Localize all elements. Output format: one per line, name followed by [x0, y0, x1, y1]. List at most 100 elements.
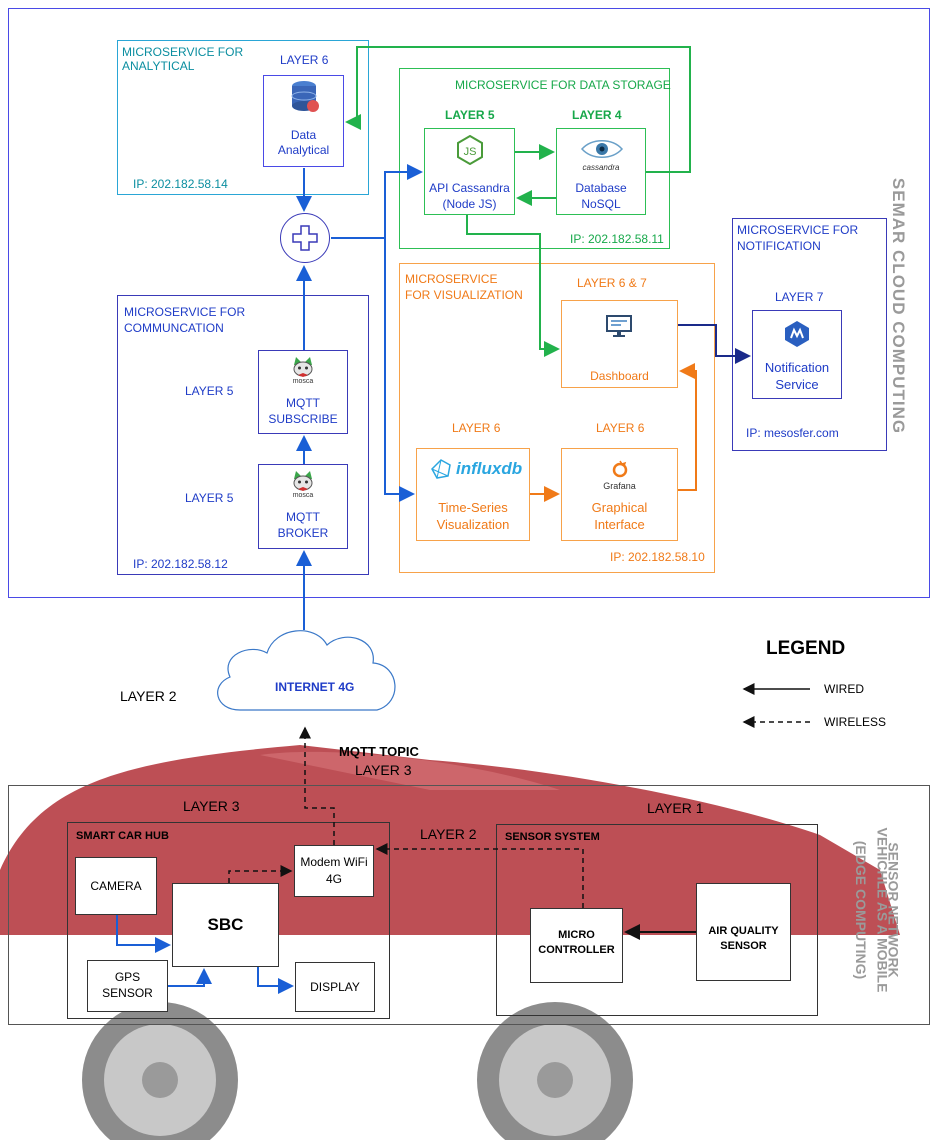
cassandra-logo-text: cassandra	[582, 163, 620, 172]
storage-ip: IP: 202.182.58.11	[570, 232, 664, 246]
smart-car-hub	[67, 822, 390, 1019]
legend-wireless-label: WIRELESS	[824, 715, 887, 729]
mosca-text-broker: mosca	[292, 492, 314, 499]
sensor-system-title: SENSOR SYSTEM	[505, 831, 600, 843]
mosca-text-subscribe: mosca	[292, 378, 314, 385]
micro-controller-node[interactable]	[530, 908, 623, 983]
time-series-label-2: Visualization	[436, 517, 510, 532]
internet-cloud-shape	[217, 630, 396, 711]
notification-microservice	[732, 218, 887, 451]
display-node[interactable]	[295, 962, 375, 1012]
notification-ip: IP: mesosfer.com	[746, 426, 839, 440]
arrow-modem-to-internet	[299, 726, 335, 845]
analytical-microservice	[117, 40, 369, 195]
notification-title-2: NOTIFICATION	[737, 239, 821, 253]
data-analytical-label-2: Analytical	[277, 143, 330, 157]
api-cassandra-node[interactable]	[424, 128, 515, 215]
influxdb-logo-text: influxdb	[456, 459, 523, 478]
grafana-icon	[612, 460, 628, 478]
edge-layer-1: LAYER 1	[647, 800, 704, 816]
data-analytical-node[interactable]	[263, 75, 344, 167]
api-cassandra-label-2: (Node JS)	[442, 197, 497, 211]
mqtt-subscribe-label-2: SUBSCRIBE	[268, 412, 338, 426]
api-cassandra-label-1: API Cassandra	[429, 181, 510, 195]
micro-controller-label-1: MICRO	[558, 929, 595, 941]
influxdb-icon	[431, 459, 451, 479]
dashboard-label: Dashboard	[590, 369, 649, 383]
internet-4g-label: INTERNET 4G	[275, 680, 355, 694]
modem-wifi-node[interactable]	[294, 845, 374, 897]
arrow-plus-to-api	[331, 164, 423, 239]
notification-title-1: MICROSERVICE FOR	[737, 223, 859, 237]
database-icon	[291, 81, 319, 112]
display-label: DISPLAY	[310, 980, 360, 994]
notification-layer: LAYER 7	[775, 290, 824, 304]
arrow-dashboard-to-notification	[678, 324, 751, 364]
analytical-title-2: ANALYTICAL	[122, 59, 195, 73]
grafana-logo-text: Grafana	[603, 481, 636, 491]
edge-region	[8, 785, 930, 1025]
storage-title: MICROSERVICE FOR DATA STORAGE	[455, 78, 671, 92]
mosca-cat-icon	[293, 357, 313, 377]
communication-title-2: COMMUNCATION	[124, 321, 224, 335]
mqtt-subscribe-layer: LAYER 5	[185, 384, 234, 398]
database-label-2: NoSQL	[581, 197, 621, 211]
arrow-plus-to-influx	[384, 238, 415, 502]
cassandra-eye-icon	[580, 140, 624, 158]
edge-layer-2: LAYER 2	[420, 826, 477, 842]
mosca-cat-icon	[293, 471, 313, 491]
mqtt-topic-label: MQTT TOPIC	[339, 744, 419, 759]
mqtt-broker-layer: LAYER 5	[185, 491, 234, 505]
micro-controller-label-2: CONTROLLER	[538, 944, 615, 956]
mqtt-broker-label-2: BROKER	[277, 526, 329, 540]
dashboard-node[interactable]	[561, 300, 678, 388]
storage-layer-db: LAYER 4	[572, 108, 622, 122]
camera-node[interactable]	[75, 857, 157, 915]
time-series-node[interactable]	[416, 448, 530, 541]
modem-label-2: 4G	[325, 872, 342, 886]
smart-car-hub-title: SMART CAR HUB	[76, 830, 169, 842]
arrow-camera-to-sbc	[116, 915, 171, 953]
sensor-system	[496, 824, 818, 1016]
arrow-sbc-to-modem	[228, 865, 293, 883]
mqtt-broker-label-1: MQTT	[286, 510, 320, 524]
visualization-ip: IP: 202.182.58.10	[610, 550, 705, 564]
middle-layer-2: LAYER 2	[120, 688, 177, 704]
visualization-title-2: FOR VISUALIZATION	[405, 288, 523, 302]
mqtt-subscribe-node[interactable]	[258, 350, 348, 434]
gps-sensor-node[interactable]	[87, 960, 168, 1012]
aggregator-plus-node[interactable]	[280, 213, 330, 263]
database-nosql-node[interactable]	[556, 128, 646, 215]
mqtt-subscribe-label-1: MQTT	[286, 396, 320, 410]
storage-layer-api: LAYER 5	[445, 108, 495, 122]
air-quality-sensor-node[interactable]	[696, 883, 791, 981]
notification-service-node[interactable]	[752, 310, 842, 399]
svg-text:JS: JS	[464, 146, 477, 158]
database-label-1: Database	[575, 181, 627, 195]
sbc-node[interactable]	[172, 883, 279, 967]
analytical-ip: IP: 202.182.58.14	[133, 177, 228, 191]
mesosfer-icon	[785, 321, 809, 347]
car-window	[260, 751, 560, 790]
communication-ip: IP: 202.182.58.12	[133, 557, 228, 571]
notification-service-label-2: Service	[775, 377, 819, 392]
visualization-microservice	[399, 263, 715, 573]
sbc-label: SBC	[207, 915, 244, 934]
graphical-interface-node[interactable]	[561, 448, 678, 541]
graphical-interface-label-2: Interface	[594, 517, 645, 532]
arrow-grafana-to-dashboard	[678, 363, 697, 491]
notification-service-label-1: Notification	[764, 360, 830, 375]
arrow-sbc-to-display	[257, 967, 294, 994]
air-quality-label-1: AIR QUALITY	[708, 925, 779, 937]
graphical-interface-label-1: Graphical	[591, 500, 648, 515]
communication-title-1: MICROSERVICE FOR	[124, 305, 246, 319]
arrow-gps-to-sbc	[168, 968, 212, 987]
arrow-controller-to-modem	[375, 843, 584, 908]
gps-label-2: SENSOR	[102, 986, 153, 1000]
edge-layer-3: LAYER 3	[183, 798, 240, 814]
mqtt-broker-node[interactable]	[258, 464, 348, 549]
legend-wired-label: WIRED	[824, 682, 864, 696]
dashboard-layer: LAYER 6 & 7	[577, 276, 647, 290]
grafana-layer: LAYER 6	[596, 421, 645, 435]
modem-label-1: Modem WiFi	[300, 855, 368, 869]
